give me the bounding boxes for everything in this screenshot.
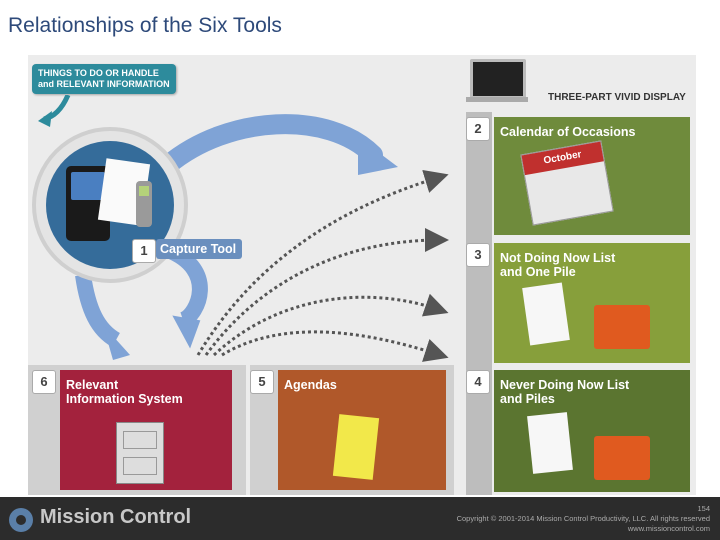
panel-never-doing-now-label: Never Doing Now List and Piles: [500, 378, 630, 406]
footer-info: 154 Copyright © 2001-2014 Mission Contro…: [457, 504, 710, 534]
file-cabinet-icon: [116, 422, 164, 484]
capture-tool-label: Capture Tool: [156, 239, 243, 259]
capture-tool-circle: [32, 127, 188, 283]
tool-number-3: 3: [466, 243, 490, 267]
panel-ris-label: Relevant Information System: [66, 378, 183, 406]
callout-arrow: [38, 95, 71, 127]
website-url: www.missioncontrol.com: [627, 524, 710, 533]
footer: Mission Control 154 Copyright © 2001-201…: [0, 497, 720, 540]
tool-number-6: 6: [32, 370, 56, 394]
calendar-icon: October: [520, 140, 614, 226]
arrow-to-ris: [75, 273, 121, 347]
page-title: Relationships of the Six Tools: [8, 14, 282, 37]
arrow-to-calendar: [158, 114, 383, 175]
smartphone-icon: [66, 166, 110, 241]
list-paper-icon: [522, 282, 570, 346]
tool-number-4: 4: [466, 370, 490, 394]
panel-calendar-label: Calendar of Occasions: [500, 125, 636, 139]
panel-agendas-label: Agendas: [284, 378, 337, 392]
tray-icon: [594, 305, 650, 349]
panel-calendar: Calendar of Occasions October: [494, 117, 690, 235]
list-paper-icon: [527, 412, 573, 474]
tool-number-5: 5: [250, 370, 274, 394]
calendar-month: October: [521, 141, 604, 176]
tray-icon: [594, 436, 650, 480]
agenda-paper-icon: [332, 414, 380, 480]
arrow-to-agendas: [164, 242, 208, 328]
logo-text: Mission Control: [40, 506, 192, 528]
laptop-icon: [470, 59, 526, 99]
capture-tool-number: 1: [132, 239, 156, 263]
tool-number-2: 2: [466, 117, 490, 141]
display-bar: [466, 112, 492, 495]
page-number: 154: [697, 504, 710, 513]
panel-never-doing-now: Never Doing Now List and Piles: [494, 370, 690, 492]
callout-things-to-do: THINGS TO DO OR HANDLE and RELEVANT INFO…: [32, 64, 176, 94]
panel-not-doing-now: Not Doing Now List and One Pile: [494, 243, 690, 363]
panel-not-doing-now-label: Not Doing Now List and One Pile: [500, 251, 616, 279]
diagram-stage: THINGS TO DO OR HANDLE and RELEVANT INFO…: [28, 55, 696, 495]
panel-agendas: Agendas: [278, 370, 446, 490]
panel-relevant-information-system: Relevant Information System: [60, 370, 232, 490]
mission-control-logo-icon: [9, 508, 33, 532]
display-label: THREE-PART VIVID DISPLAY: [548, 92, 686, 103]
dashed-arrows: [196, 169, 449, 362]
recorder-icon: [136, 181, 152, 227]
copyright: Copyright © 2001-2014 Mission Control Pr…: [456, 514, 710, 523]
